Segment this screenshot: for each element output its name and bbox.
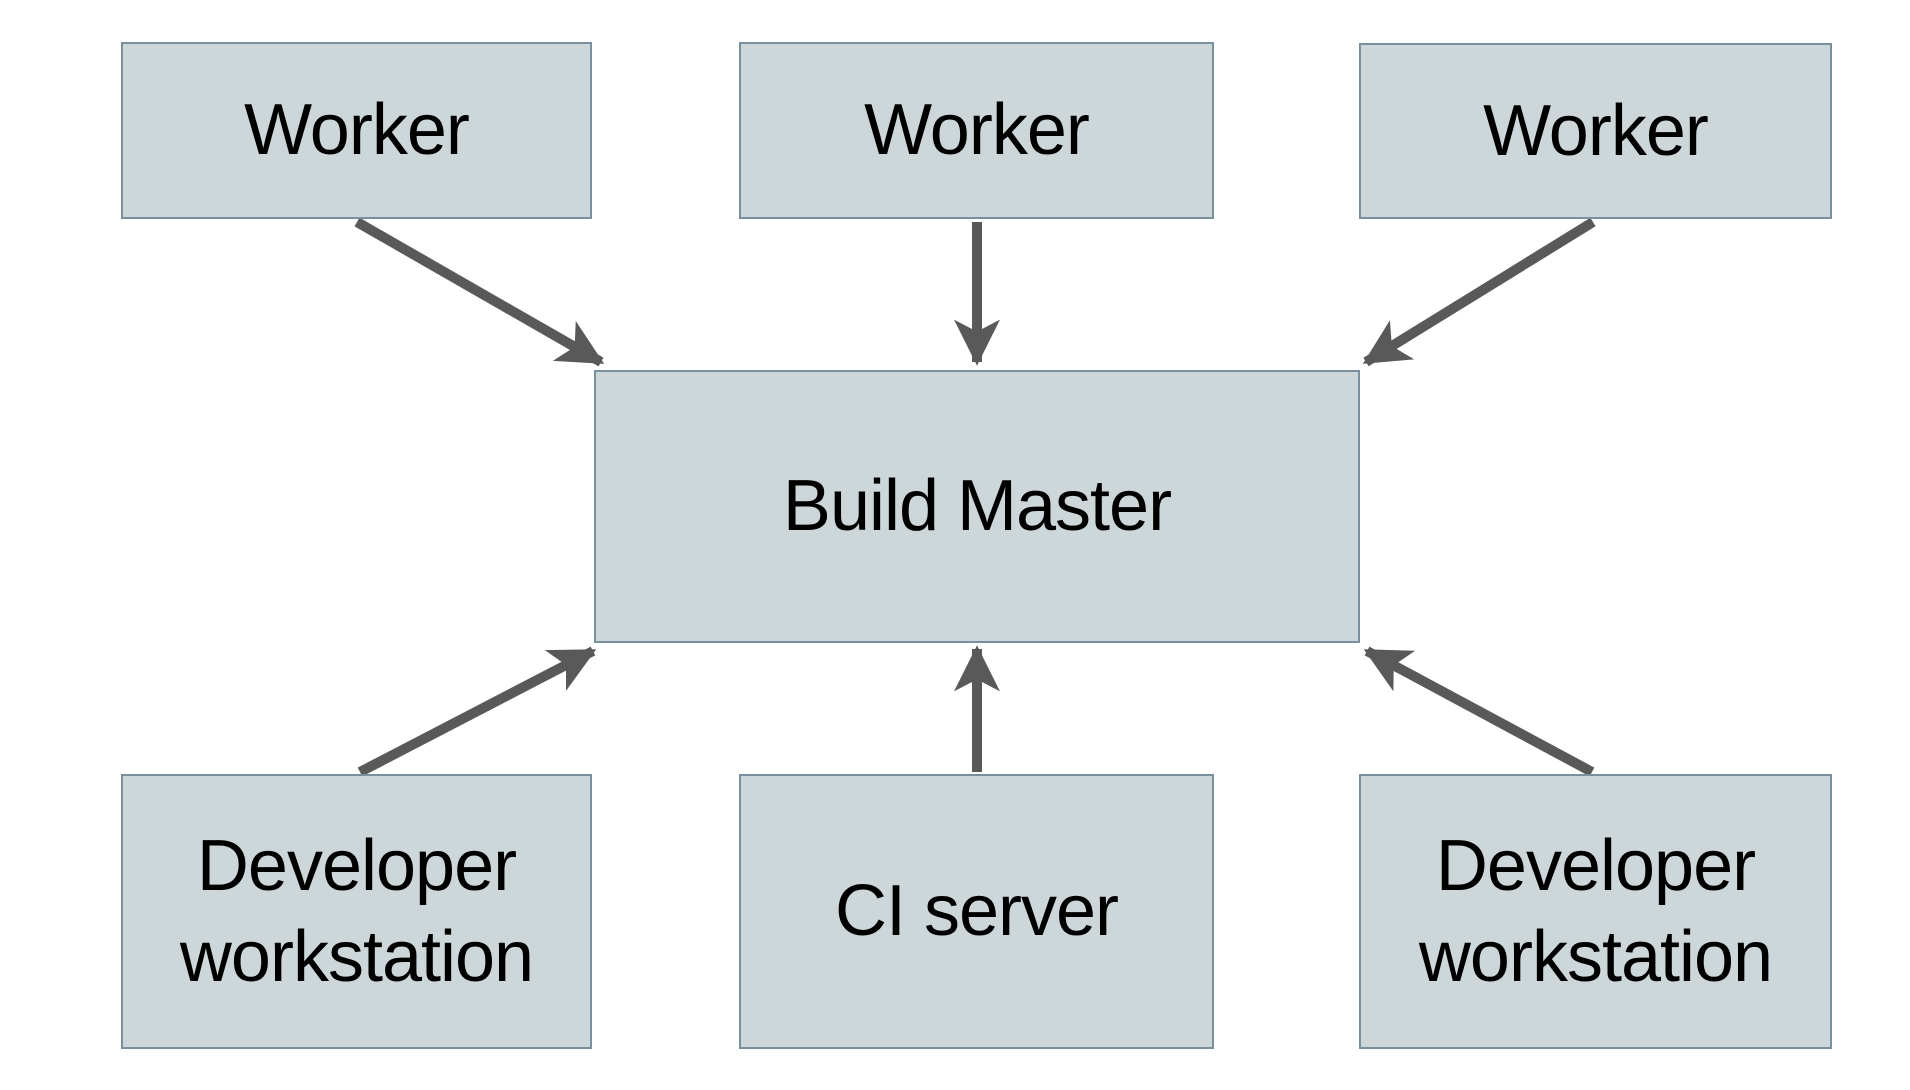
node-ci-server-label: CI server (834, 871, 1119, 952)
node-worker-2: Worker (739, 42, 1214, 219)
node-build-master: Build Master (594, 370, 1360, 643)
node-worker-3: Worker (1359, 43, 1832, 219)
edge-worker-1-to-build-master (354, 217, 605, 367)
node-worker-3-label: Worker (1483, 90, 1709, 171)
node-ci-server: CI server (739, 774, 1214, 1049)
node-build-master-label: Build Master (782, 466, 1172, 547)
node-worker-1: Worker (121, 42, 592, 219)
node-worker-2-label: Worker (864, 90, 1090, 171)
node-developer-workstation-left: Developer workstation (121, 774, 592, 1049)
edge-worker-3-to-build-master (1362, 217, 1596, 367)
edge-developer-workstation-right-to-build-master (1363, 646, 1595, 777)
node-worker-1-label: Worker (244, 90, 470, 171)
node-developer-workstation-right-label: Developer workstation (1418, 825, 1773, 997)
node-developer-workstation-left-label: Developer workstation (179, 825, 534, 997)
edge-developer-workstation-left-to-build-master (357, 646, 597, 777)
node-developer-workstation-right: Developer workstation (1359, 774, 1832, 1049)
